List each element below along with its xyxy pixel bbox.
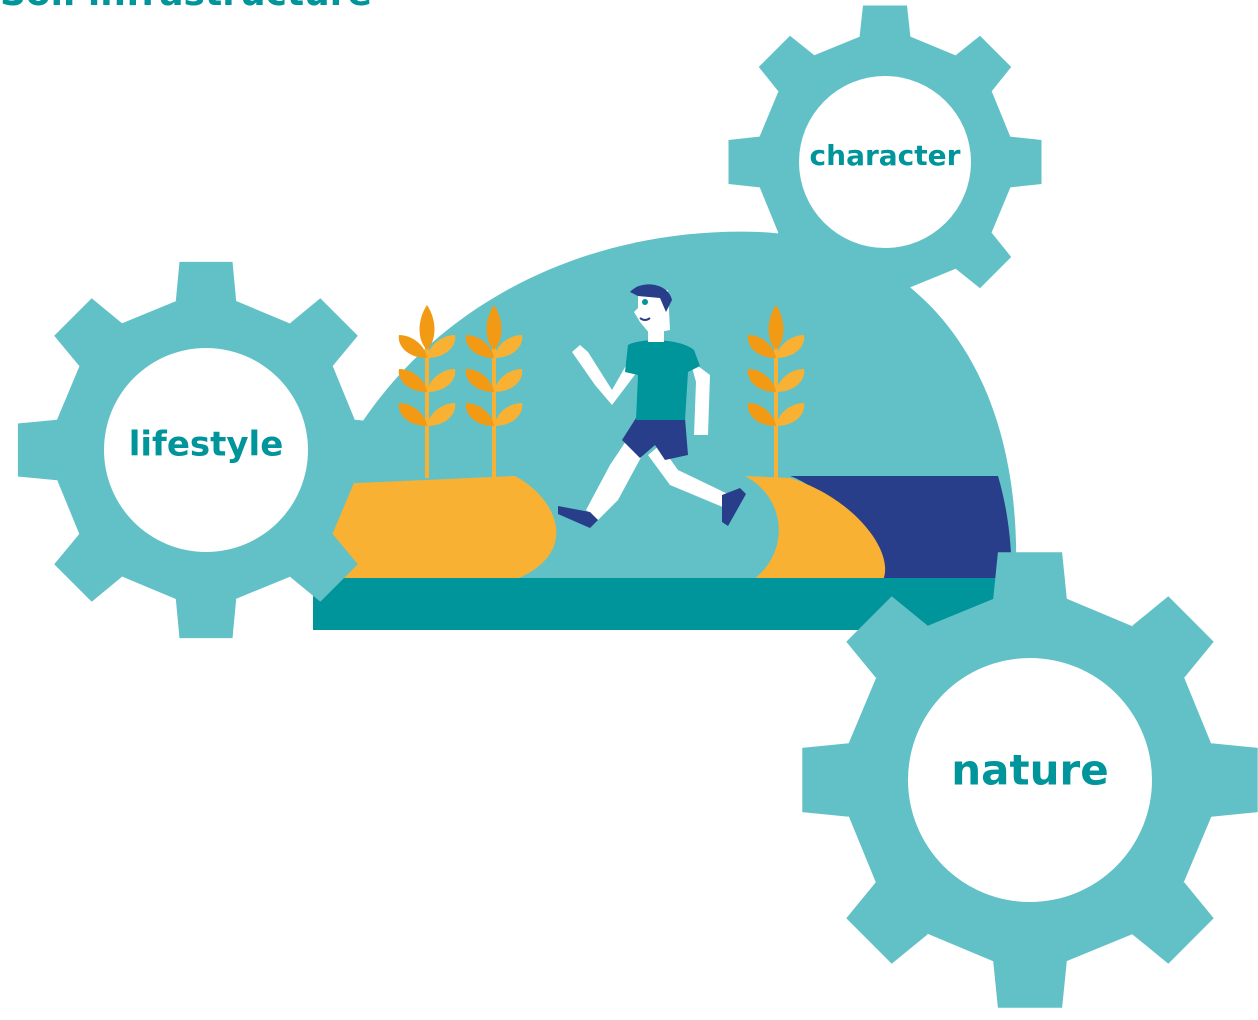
gear-label-character: character: [810, 139, 961, 172]
runner-figure: [558, 284, 746, 528]
soil-mound-right: [745, 476, 886, 585]
gear-label-lifestyle: lifestyle: [129, 425, 284, 465]
wheat-icon: [398, 305, 456, 478]
wheat-icon: [747, 305, 805, 478]
gear-icon: [17, 261, 395, 639]
river-shape: [790, 476, 1012, 585]
gear-label-nature: nature: [951, 746, 1108, 795]
wheat-icon: [465, 305, 523, 478]
gear-hole: [104, 348, 308, 552]
gear-icon: [802, 552, 1258, 1008]
soil-mound-left: [313, 476, 557, 585]
page-title: Soil infrastructure: [0, 0, 372, 14]
gear-icon: [728, 5, 1042, 319]
gear-hole: [908, 658, 1152, 902]
gear-hole: [799, 76, 971, 248]
